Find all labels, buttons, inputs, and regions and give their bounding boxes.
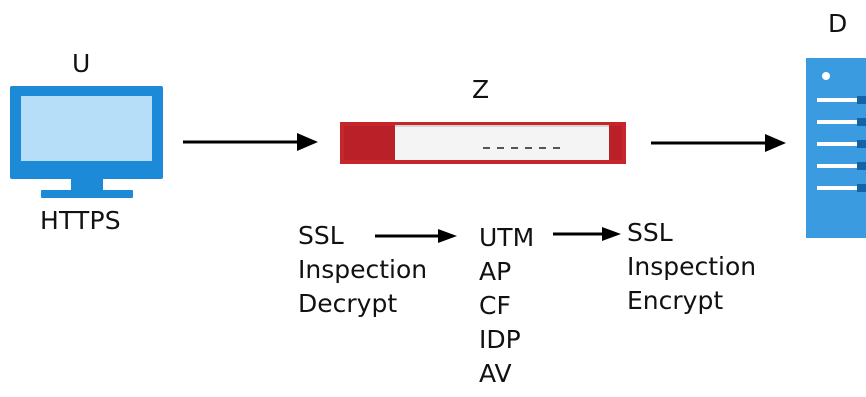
stage-line: Encrypt	[627, 286, 724, 315]
ssl-decrypt-stage: SSL Inspection Decrypt	[298, 219, 427, 321]
server-icon	[806, 58, 866, 238]
arrow-decrypt-to-services	[375, 229, 457, 243]
user-label: U	[72, 49, 91, 78]
user-protocol-caption: HTTPS	[40, 206, 121, 235]
computer-monitor-icon	[10, 86, 163, 198]
arrow-device-to-destination	[651, 134, 786, 152]
firewall-device-icon	[340, 122, 626, 164]
arrow-user-to-device	[183, 133, 318, 151]
ssl-encrypt-stage: SSL Inspection Encrypt	[627, 216, 756, 318]
device-label: Z	[472, 75, 490, 104]
service-item: AP	[479, 257, 512, 286]
security-services-stage: UTM AP CF IDP AV	[479, 221, 534, 391]
service-item: AV	[479, 359, 512, 388]
stage-line: Inspection	[627, 252, 757, 281]
destination-label: D	[828, 9, 848, 38]
service-item: CF	[479, 291, 511, 320]
stage-line: Decrypt	[298, 289, 398, 318]
stage-line: SSL	[627, 218, 673, 247]
stage-line: Inspection	[298, 255, 428, 284]
arrow-services-to-encrypt	[553, 227, 621, 241]
service-item: UTM	[479, 223, 535, 252]
service-item: IDP	[479, 325, 521, 354]
stage-line: SSL	[298, 221, 344, 250]
